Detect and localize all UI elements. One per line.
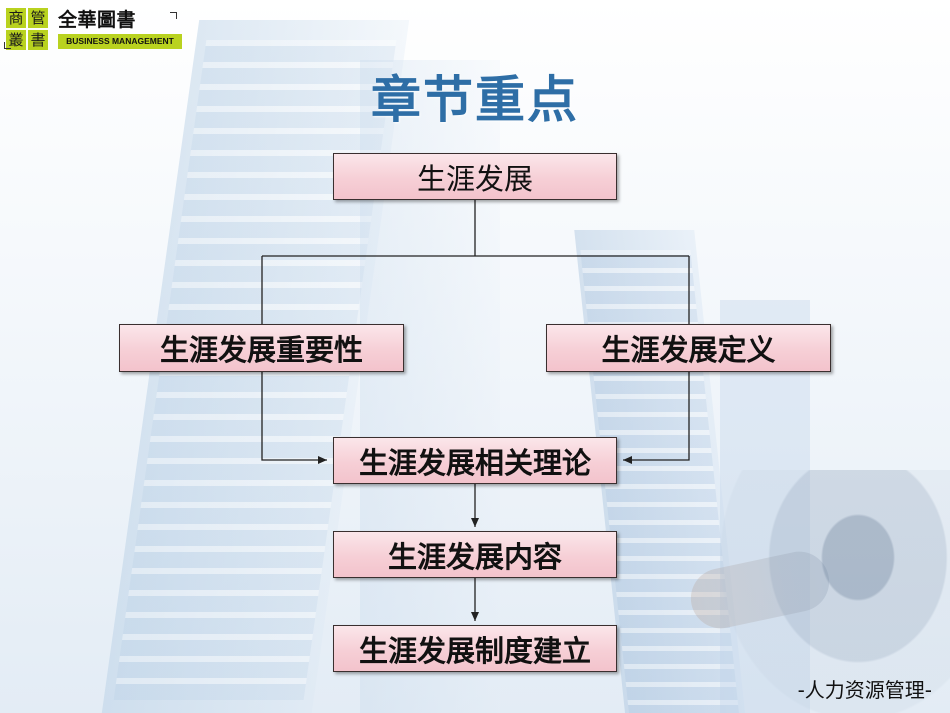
node-importance: 生涯发展重要性 [119, 324, 404, 372]
node-root: 生涯发展 [333, 153, 617, 200]
connector-arrow [262, 372, 327, 460]
footer-course-name: -人力资源管理- [798, 674, 932, 703]
node-content: 生涯发展内容 [333, 531, 617, 578]
node-theory: 生涯发展相关理论 [333, 437, 617, 484]
connector-arrow [623, 372, 689, 460]
node-definition: 生涯发展定义 [546, 324, 831, 372]
node-system: 生涯发展制度建立 [333, 625, 617, 672]
